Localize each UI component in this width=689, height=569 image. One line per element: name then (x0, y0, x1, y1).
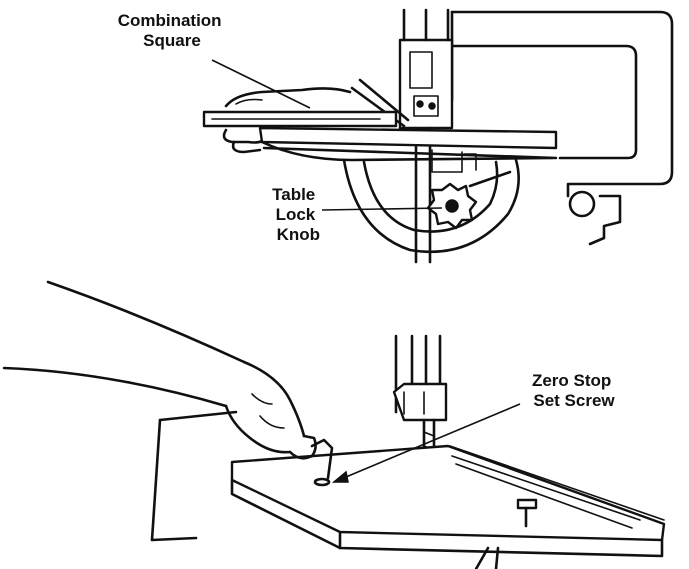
table-lock-knob-leader (321, 207, 443, 211)
table-trunnion (342, 149, 520, 254)
table-lock-knob-label: Table Lock Knob (272, 185, 320, 244)
saw-column (150, 410, 238, 542)
bottom-illustration-zero-stop: Zero Stop Set Screw (2, 280, 666, 569)
upper-blade-guide (398, 8, 454, 130)
leader-arrowhead (331, 470, 349, 483)
zero-stop-set-screw-label: Zero Stop Set Screw (532, 371, 616, 410)
combination-square-tool (202, 78, 410, 128)
hand-with-hex-key (2, 280, 334, 487)
combination-square-label: Combination Square (118, 11, 227, 50)
zero-stop-set-screw-leader (333, 403, 521, 483)
saw-table-top (258, 126, 558, 162)
combination-square-leader (211, 59, 311, 109)
top-illustration-table-squaring: Combination Square Table Lock Knob (118, 8, 674, 264)
saw-blade (414, 126, 432, 264)
table-lock-knob (426, 182, 478, 230)
saw-table-tilted (230, 444, 666, 569)
